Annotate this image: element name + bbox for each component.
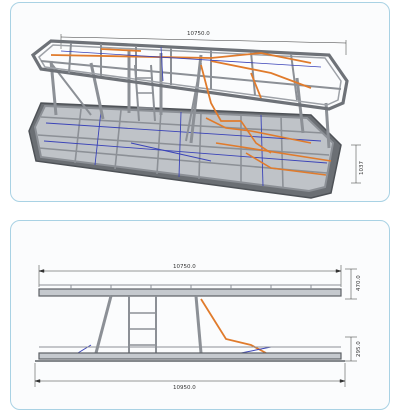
bottom-height-dimension — [345, 336, 357, 362]
isometric-view-panel: 10750.0 1037 — [10, 2, 390, 202]
upper-frame — [30, 39, 349, 122]
bottom-length-label: 10950.0 — [173, 385, 196, 391]
lower-deck-side — [35, 346, 345, 362]
bottom-height-label: 295.0 — [356, 341, 362, 357]
bottom-length-dimension — [34, 363, 346, 387]
top-length-label: 10750.0 — [173, 264, 196, 270]
side-supports — [94, 295, 203, 354]
height-dimension-label: 1037 — [359, 161, 365, 175]
side-pipe — [200, 298, 267, 354]
lower-deck — [28, 102, 342, 199]
top-dimension-label: 10750.0 — [187, 31, 210, 37]
height-dimension-line — [351, 144, 361, 184]
side-elevation-drawing: 10750.0 470.0 — [34, 264, 362, 391]
top-height-label: 470.0 — [356, 275, 362, 291]
top-height-dimension — [345, 268, 357, 300]
top-length-dimension — [38, 265, 342, 287]
upper-rail — [38, 284, 342, 297]
isometric-render: 10750.0 1037 — [28, 31, 365, 199]
side-elevation-panel: 10750.0 470.0 — [10, 220, 390, 410]
